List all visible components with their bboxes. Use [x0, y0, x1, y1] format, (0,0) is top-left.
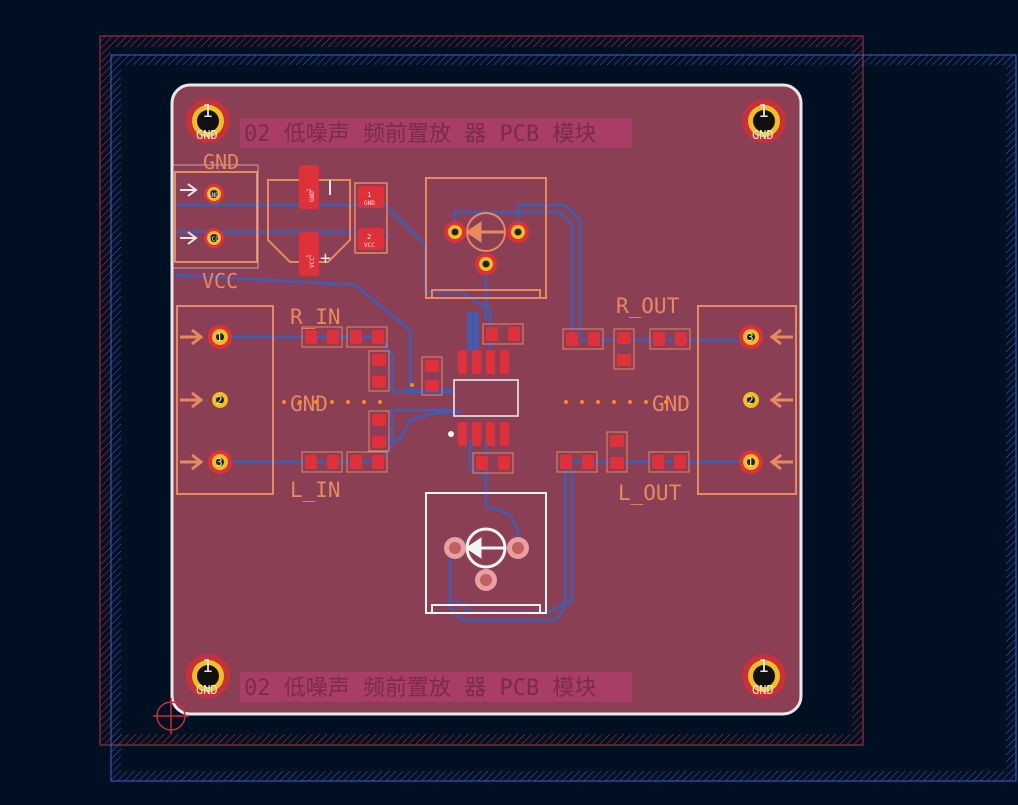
board[interactable]: [170, 83, 803, 716]
svg-text:GND: GND: [752, 683, 774, 697]
label-r-out: R_OUT: [616, 294, 680, 318]
mount-hole-bottom-right: 1 GND: [742, 654, 786, 698]
svg-text:1: 1: [202, 101, 213, 122]
svg-text:1: 1: [758, 101, 769, 122]
label-gnd-left: GND: [290, 392, 328, 416]
power-connector[interactable]: GND VCC GND VCC: [171, 150, 259, 293]
label-l-out: L_OUT: [618, 481, 682, 505]
svg-text:GND: GND: [196, 128, 218, 142]
input-connector[interactable]: 1 2 3 R_IN GND L_IN: [176, 305, 341, 502]
svg-text:VCC: VCC: [364, 242, 375, 249]
gnd-ratsnest: [282, 383, 668, 404]
mount-hole-top-left: 1 GND: [186, 99, 230, 143]
smd-components[interactable]: [301, 323, 691, 474]
svg-text:1: 1: [202, 656, 213, 677]
svg-text:1: 1: [216, 331, 223, 344]
svg-text:3: 3: [747, 331, 754, 344]
svg-text:GND: GND: [752, 128, 774, 142]
pin-net-vcc: VCC: [208, 236, 219, 243]
cap-pad-2-net: GND: [309, 191, 316, 202]
pin-net-gnd: GND: [208, 192, 219, 199]
svg-text:1: 1: [747, 456, 754, 469]
banner-top: 02 低噪声 频前置放 器 PCB 模块: [244, 122, 596, 147]
power-label-vcc: VCC: [202, 269, 238, 293]
banner-bottom: 02 低噪声 频前置放 器 PCB 模块: [244, 676, 596, 701]
svg-text:GND: GND: [364, 200, 375, 207]
mount-hole-top-right: 1 GND: [742, 99, 786, 143]
board-outline: [170, 83, 803, 716]
svg-text:GND: GND: [196, 683, 218, 697]
power-label-gnd: GND: [203, 150, 239, 174]
origin-crosshair-icon: [153, 698, 189, 734]
label-r-in: R_IN: [290, 305, 341, 329]
cap-plus: +: [320, 248, 331, 269]
mount-holes[interactable]: 1 GND 1 GND 1 GND 1 GND: [186, 99, 786, 698]
smd-capacitor[interactable]: 1 GND 2 VCC: [354, 182, 388, 254]
output-connector[interactable]: 3 2 1 R_OUT GND L_OUT: [616, 294, 797, 505]
cap-pad-1-net: VCC: [309, 257, 316, 268]
opamp-ic[interactable]: [448, 350, 519, 446]
silkscreen-banners: 02 低噪声 频前置放 器 PCB 模块 02 低噪声 频前置放 器 PCB 模…: [240, 118, 632, 702]
svg-text:1: 1: [758, 656, 769, 677]
sheet-frames: [99, 35, 1017, 782]
potentiometer-top[interactable]: [425, 177, 547, 299]
mount-hole-bottom-left: 1 GND: [186, 654, 230, 698]
cap-pad-2-pin: 2: [306, 188, 313, 192]
capacitor-electrolytic[interactable]: 2 GND 1 VCC +: [267, 165, 351, 276]
potentiometer-bottom[interactable]: [425, 492, 547, 614]
label-l-in: L_IN: [290, 478, 341, 502]
svg-text:3: 3: [216, 456, 223, 469]
trace-thick[interactable]: [467, 312, 479, 352]
label-gnd-right: GND: [652, 392, 690, 416]
svg-text:2: 2: [747, 394, 754, 407]
svg-text:2: 2: [367, 233, 371, 241]
cap-pad-1-pin: 1: [306, 254, 313, 258]
svg-text:1: 1: [367, 191, 371, 199]
svg-text:2: 2: [216, 394, 223, 407]
